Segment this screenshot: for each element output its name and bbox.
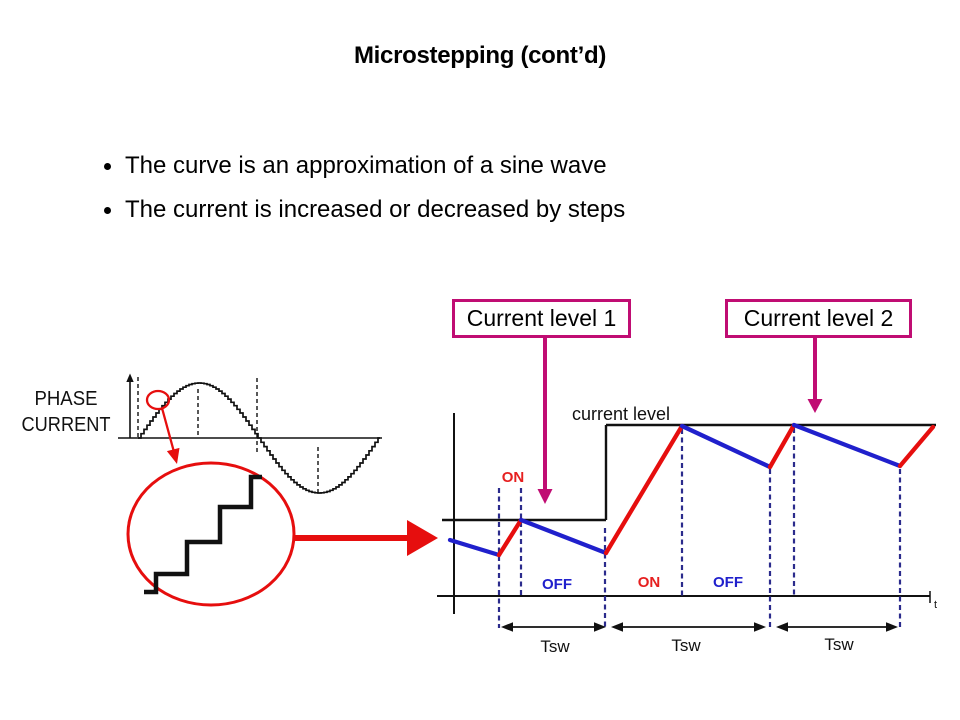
bullet-text-2: The current is increased or decreased by… — [125, 196, 626, 223]
off-label-2: OFF — [713, 574, 743, 591]
on-label-1: ON — [502, 469, 525, 486]
callout-current-level-2-label: Current level 2 — [743, 305, 894, 331]
switching-waveform-figure: t current level — [437, 404, 937, 656]
callout-current-level-2: Current level 2 — [725, 299, 912, 338]
zoom-source-circle-icon — [145, 389, 171, 411]
tsw-label-1: Tsw — [540, 637, 570, 656]
callout-arrow-2 — [807, 338, 823, 413]
magnifier-circle — [126, 461, 296, 607]
bullet-text-1: The curve is an approximation of a sine … — [125, 152, 607, 179]
phase-current-figure: PHASE CURRENT — [22, 373, 382, 607]
phase-label-line2: CURRENT — [22, 414, 111, 436]
slide-title: Microstepping (cont’d) — [353, 42, 607, 69]
bullet-dot-icon — [104, 207, 111, 214]
off-label-1: OFF — [542, 576, 572, 593]
on-label-2: ON — [638, 574, 661, 591]
phase-label-line1: PHASE — [35, 388, 98, 410]
tsw-period-arrows — [501, 622, 898, 632]
tsw-label-3: Tsw — [824, 635, 854, 654]
bullet-item-1: The curve is an approximation of a sine … — [104, 151, 804, 181]
stepped-sine-wave — [138, 382, 380, 494]
staircase-steps — [144, 474, 262, 595]
callout-current-level-1-label: Current level 1 — [466, 305, 617, 331]
bullet-item-2: The current is increased or decreased by… — [104, 195, 804, 225]
callout-arrow-1 — [537, 338, 553, 504]
tsw-label-2: Tsw — [671, 636, 701, 655]
chopped-current-waveform — [447, 422, 936, 558]
bullet-dot-icon — [104, 163, 111, 170]
big-red-arrow-icon — [294, 520, 438, 556]
callout-current-level-1: Current level 1 — [452, 299, 631, 338]
time-axis-label: t — [934, 599, 937, 611]
zoom-arrowhead-icon — [166, 447, 180, 464]
current-level-label: current level — [572, 404, 670, 424]
left-y-axis-arrowhead-icon — [126, 373, 134, 382]
bullet-list: The curve is an approximation of a sine … — [104, 151, 804, 239]
